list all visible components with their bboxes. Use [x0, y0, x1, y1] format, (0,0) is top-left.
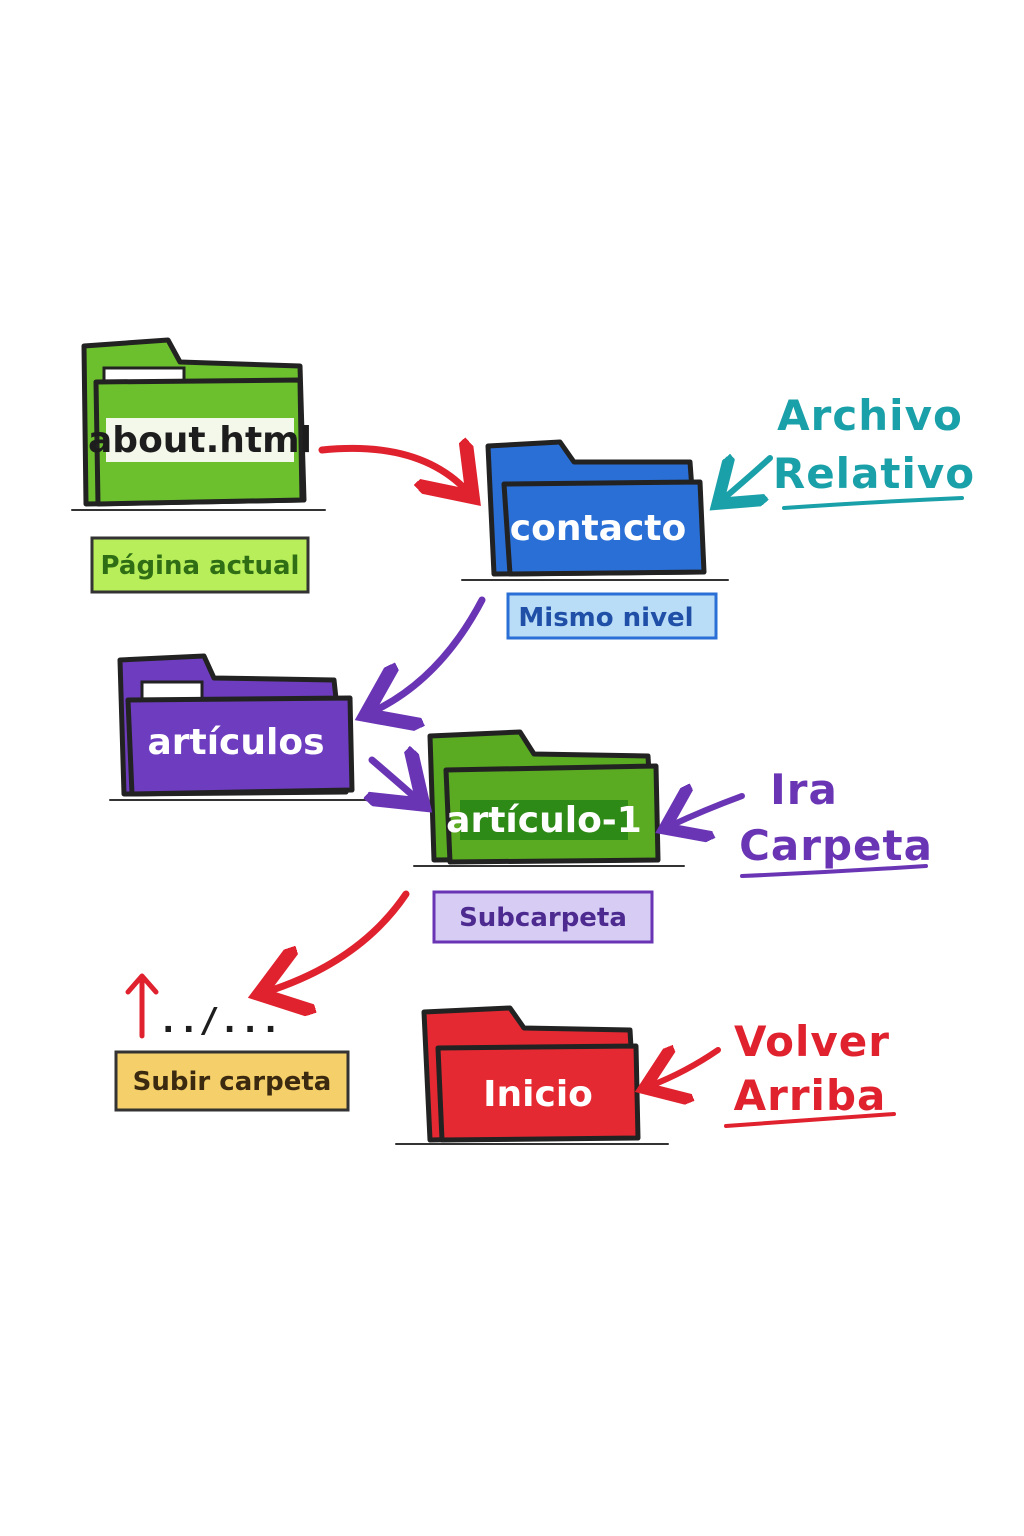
- tag-subir-carpeta: Subir carpeta: [114, 1050, 350, 1112]
- parent-path-text: ../...: [158, 1001, 281, 1041]
- note-ir-a-carpeta-line2: Carpeta: [739, 821, 933, 870]
- folder-articulo-1[interactable]: artículo-1: [413, 729, 685, 867]
- note-archivo-relativo-line2: Relativo: [773, 449, 975, 498]
- arrow-about-to-contacto: [318, 448, 468, 492]
- folder-contacto-label: contacto: [510, 508, 686, 549]
- folder-inicio-label: Inicio: [483, 1074, 593, 1115]
- arrow-archivo-relativo-note: [722, 458, 773, 500]
- note-volver-arriba-line2: Arriba: [734, 1071, 887, 1120]
- tag-mismo-nivel-text: Mismo nivel: [518, 603, 693, 633]
- note-ir-a-carpeta: Ira Carpeta: [739, 765, 933, 878]
- note-volver-arriba: Volver Arriba: [724, 1017, 896, 1128]
- note-archivo-relativo: Archivo Relativo: [773, 391, 975, 510]
- tag-subcarpeta-text: Subcarpeta: [459, 903, 627, 933]
- folder-articulos[interactable]: artículos: [109, 653, 371, 801]
- tag-subcarpeta: Subcarpeta: [432, 890, 654, 944]
- arrow-ir-a-carpeta-note: [670, 796, 745, 826]
- note-archivo-relativo-line1: Archivo: [777, 391, 963, 440]
- folder-about-label: about.html: [88, 420, 312, 461]
- folder-about[interactable]: about.html: [71, 337, 326, 511]
- arrow-contacto-to-articulos: [372, 596, 486, 712]
- folder-articulos-label: artículos: [147, 722, 324, 763]
- tag-mismo-nivel: Mismo nivel: [506, 592, 718, 640]
- arrow-articulos-to-articulo-1: [372, 760, 418, 800]
- tag-pagina-actual-text: Página actual: [101, 551, 300, 581]
- tag-subir-carpeta-text: Subir carpeta: [133, 1067, 332, 1097]
- arrow-articulo-1-to-parent: [266, 890, 410, 992]
- note-ir-a-carpeta-line1: Ira: [770, 765, 838, 814]
- tag-pagina-actual: Página actual: [90, 536, 310, 594]
- folder-contacto[interactable]: contacto: [461, 439, 729, 581]
- arrow-volver-arriba-note: [650, 1050, 721, 1086]
- folder-articulo-1-label: artículo-1: [446, 800, 642, 841]
- folder-inicio[interactable]: Inicio: [395, 1005, 669, 1145]
- parent-path: ../...: [125, 973, 281, 1041]
- note-volver-arriba-line1: Volver: [734, 1017, 890, 1066]
